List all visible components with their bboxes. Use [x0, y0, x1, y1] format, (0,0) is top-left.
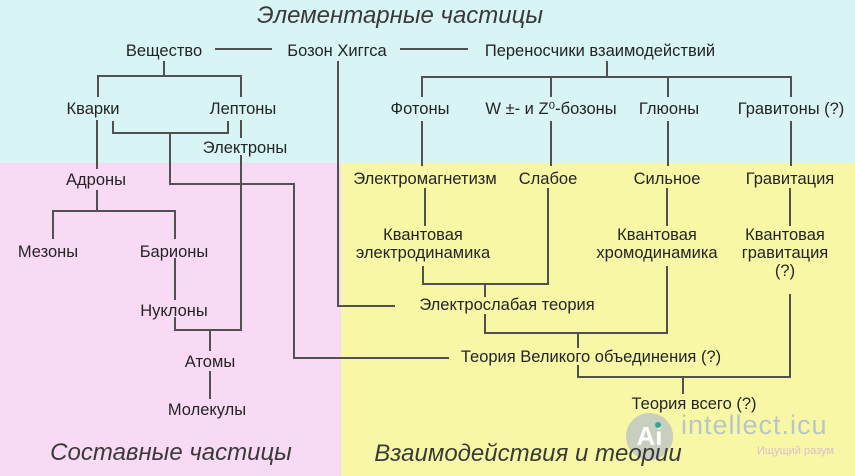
node-matter: Вещество	[125, 42, 203, 60]
connector-line	[550, 76, 552, 97]
connector-line	[52, 210, 176, 212]
node-quarks: Кварки	[66, 100, 120, 118]
connector-line	[96, 190, 98, 212]
title-interactions-theories: Взаимодействия и теории	[374, 440, 682, 467]
connector-line	[293, 183, 295, 359]
connector-line	[174, 329, 242, 331]
connector-line	[789, 294, 791, 378]
connector-line	[424, 188, 426, 226]
connector-line	[421, 76, 792, 78]
connector-line	[163, 61, 165, 76]
connector-line	[240, 155, 242, 331]
connector-line	[96, 120, 98, 169]
node-electrons: Электроны	[202, 139, 288, 157]
connector-line	[174, 317, 176, 331]
connector-line	[240, 75, 242, 97]
elementary-particles-region	[0, 0, 855, 163]
connector-line	[547, 188, 549, 285]
connector-line	[215, 48, 272, 50]
node-quantum-electrodynamics: Квантовая электродинамика	[355, 226, 491, 262]
connector-line	[174, 258, 176, 300]
node-gravitation: Гравитация	[745, 170, 835, 188]
connector-line	[484, 314, 486, 334]
connector-line	[421, 121, 423, 166]
connector-line	[666, 188, 668, 226]
node-photons: Фотоны	[390, 100, 450, 118]
node-grand-unification-theory: Теория Великого объединения (?)	[460, 348, 722, 366]
connector-line	[790, 121, 792, 166]
connector-line	[789, 188, 791, 226]
node-leptons: Лептоны	[209, 100, 277, 118]
composite-particles-region	[0, 163, 341, 476]
title-elementary-particles: Элементарные частицы	[256, 2, 544, 29]
interactions-theories-region	[341, 163, 855, 476]
node-baryons: Барионы	[139, 243, 209, 261]
connector-line	[667, 121, 669, 166]
connector-line	[337, 61, 339, 307]
connector-line	[293, 357, 449, 359]
connector-line	[550, 121, 552, 166]
node-higgs-boson: Бозон Хиггса	[287, 42, 387, 60]
connector-line	[209, 329, 211, 351]
connector-line	[97, 75, 99, 97]
connector-line	[52, 210, 54, 239]
title-composite-particles: Составные частицы	[50, 439, 292, 466]
connector-line	[577, 365, 579, 378]
connector-line	[577, 376, 791, 378]
connector-line	[227, 121, 229, 134]
connector-line	[790, 76, 792, 97]
node-hadrons: Адроны	[66, 171, 126, 189]
connector-line	[209, 371, 211, 399]
connector-line	[169, 132, 171, 185]
connector-line	[400, 48, 468, 50]
connector-line	[174, 210, 176, 239]
connector-line	[666, 266, 668, 334]
connector-line	[667, 76, 669, 97]
connector-line	[337, 305, 395, 307]
node-electroweak-theory: Электрослабая теория	[419, 296, 595, 314]
node-mesons: Мезоны	[17, 243, 79, 261]
connector-line	[421, 76, 423, 97]
connector-line	[484, 332, 668, 334]
connector-line	[484, 283, 486, 297]
node-force-carriers: Переносчики взаимодействий	[484, 42, 716, 60]
connector-line	[97, 75, 242, 77]
node-weak: Слабое	[518, 170, 578, 188]
connector-line	[240, 120, 242, 138]
node-gravitons: Гравитоны (?)	[737, 100, 845, 118]
node-nucleons: Нуклоны	[140, 302, 208, 320]
connector-line	[682, 376, 684, 394]
node-molecules: Молекулы	[167, 401, 247, 419]
connector-line	[112, 121, 114, 134]
node-quantum-gravity: Квантовая гравитация (?)	[741, 226, 829, 280]
node-theory-of-everything: Теория всего (?)	[631, 395, 757, 413]
node-gluons: Глюоны	[638, 100, 700, 118]
connector-line	[577, 332, 579, 348]
node-strong: Сильное	[633, 170, 701, 188]
connector-line	[422, 266, 424, 285]
node-wz-bosons: W ±- и Z⁰-бозоны	[485, 100, 617, 118]
node-atoms: Атомы	[184, 353, 236, 371]
node-quantum-chromodynamics: Квантовая хромодинамика	[596, 226, 718, 262]
connector-line	[606, 61, 608, 78]
node-electromagnetism: Электромагнетизм	[353, 170, 497, 188]
connector-line	[169, 183, 295, 185]
